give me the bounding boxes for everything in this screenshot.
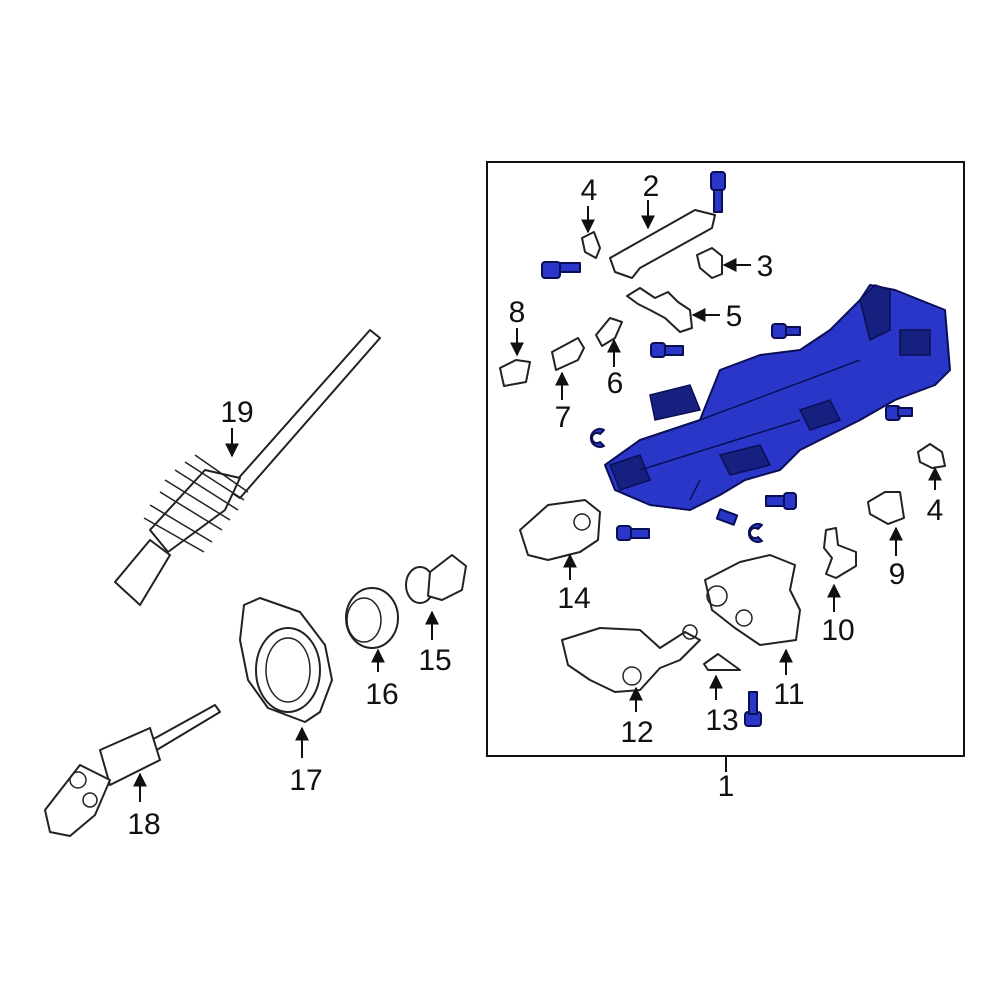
clip-icon[interactable] (747, 523, 763, 543)
bolt-icon[interactable] (771, 323, 801, 339)
small-bracket-part[interactable] (696, 247, 723, 279)
clip-icon[interactable] (589, 428, 605, 448)
left-bracket-part[interactable] (499, 359, 531, 387)
universal-joint-part[interactable] (44, 704, 221, 837)
callout-14: 14 (557, 582, 590, 615)
side-bracket-part[interactable] (551, 337, 585, 371)
strap-bracket-part[interactable] (823, 527, 857, 579)
callout-7: 7 (555, 401, 572, 434)
adjust-motor-part[interactable] (704, 554, 801, 646)
bolt-icon[interactable] (885, 405, 913, 421)
bolt-icon[interactable] (616, 525, 650, 541)
callout-6: 6 (607, 367, 624, 400)
plate-part[interactable] (581, 231, 601, 259)
bearing-housing-part[interactable] (239, 597, 333, 723)
lower-bracket-part[interactable] (867, 491, 905, 525)
bolt-icon[interactable] (744, 691, 762, 727)
callout-15: 15 (418, 644, 451, 677)
callout-16: 16 (365, 678, 398, 711)
callout-17: 17 (289, 764, 322, 797)
callout-3: 3 (757, 250, 774, 283)
seal-part[interactable] (345, 587, 399, 649)
lock-housing-part[interactable] (519, 499, 601, 561)
callout-12: 12 (620, 716, 653, 749)
callout-18: 18 (127, 808, 160, 841)
callout-10: 10 (821, 614, 854, 647)
plate-part[interactable] (917, 443, 946, 469)
upper-bracket-part[interactable] (609, 209, 716, 279)
callout-11: 11 (773, 678, 804, 711)
callout-1: 1 (718, 770, 735, 803)
bolt-icon[interactable] (650, 342, 684, 358)
callout-9: 9 (889, 558, 906, 591)
wedge-pad-part[interactable] (703, 653, 741, 671)
steering-column-assembly-highlight[interactable] (604, 284, 951, 511)
bushing-part[interactable] (405, 554, 467, 604)
callout-19: 19 (220, 396, 253, 429)
callout-2: 2 (643, 170, 660, 203)
bolt-icon[interactable] (765, 492, 797, 510)
bolt-icon[interactable] (710, 171, 726, 213)
callout-4-upper: 4 (581, 174, 598, 207)
callout-13: 13 (705, 704, 738, 737)
bolt-icon[interactable] (715, 508, 739, 526)
bolt-icon[interactable] (541, 261, 581, 279)
mounting-bracket-part[interactable] (626, 287, 693, 333)
tilt-motor-part[interactable] (561, 627, 701, 693)
retaining-clip-part[interactable] (595, 317, 623, 347)
intermediate-shaft-part[interactable] (114, 329, 381, 606)
callout-5: 5 (726, 300, 743, 333)
callout-8: 8 (509, 296, 526, 329)
callout-4-lower: 4 (927, 494, 944, 527)
